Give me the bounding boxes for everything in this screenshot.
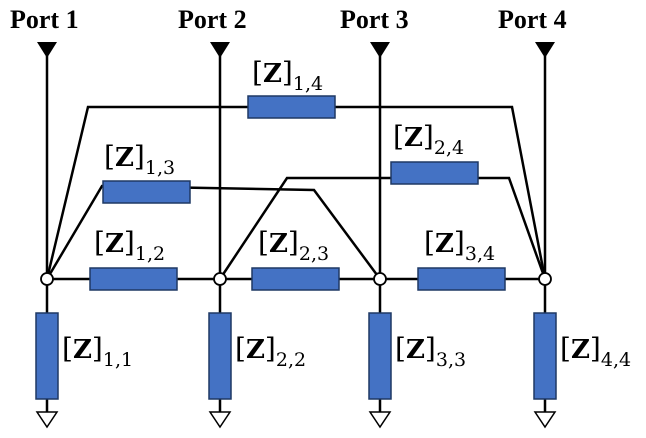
svg-text:[Z]2,4: [Z]2,4 xyxy=(393,120,464,159)
ground-4-icon xyxy=(533,411,557,429)
svg-text:[Z]1,4: [Z]1,4 xyxy=(252,56,323,95)
ground-1-icon xyxy=(35,411,59,429)
z11-resistor xyxy=(35,312,59,400)
z14-resistor xyxy=(247,95,336,119)
port-2-antenna-icon xyxy=(210,42,230,58)
svg-text:[Z]2,2: [Z]2,2 xyxy=(235,332,306,371)
port-1-antenna-icon xyxy=(37,42,57,58)
svg-text:[Z]1,1: [Z]1,1 xyxy=(62,332,133,371)
node-1 xyxy=(40,272,54,286)
z44-label: [Z]4,4 xyxy=(560,332,631,371)
ground-2-icon xyxy=(208,411,232,429)
z23-resistor xyxy=(251,267,340,291)
z44-resistor xyxy=(533,312,557,400)
z13-wire xyxy=(45,184,382,280)
z33-resistor xyxy=(368,312,392,400)
z22-label: [Z]2,2 xyxy=(235,332,306,371)
port-4-antenna-icon xyxy=(535,42,555,58)
port-3-label: Port 3 xyxy=(340,5,409,34)
svg-text:[Z]1,3: [Z]1,3 xyxy=(104,140,175,179)
z11-label: [Z]1,1 xyxy=(62,332,133,371)
z34-resistor xyxy=(417,267,506,291)
svg-text:[Z]1,2: [Z]1,2 xyxy=(94,226,165,265)
svg-text:[Z]4,4: [Z]4,4 xyxy=(560,332,631,371)
z24-label: [Z]2,4 xyxy=(393,120,464,159)
z13-resistor xyxy=(102,180,191,204)
z14-label: [Z]1,4 xyxy=(252,56,323,95)
port-3-antenna-icon xyxy=(370,42,390,58)
z34-label: [Z]3,4 xyxy=(424,226,495,265)
node-2 xyxy=(213,272,227,286)
svg-text:[Z]3,3: [Z]3,3 xyxy=(395,332,466,371)
z23-label: [Z]2,3 xyxy=(258,226,329,265)
z33-label: [Z]3,3 xyxy=(395,332,466,371)
z12-resistor xyxy=(89,267,178,291)
z22-resistor xyxy=(208,312,232,400)
port-4-label: Port 4 xyxy=(498,5,567,34)
port-2-label: Port 2 xyxy=(178,5,247,34)
z13-label: [Z]1,3 xyxy=(104,140,175,179)
svg-text:[Z]3,4: [Z]3,4 xyxy=(424,226,495,265)
node-3 xyxy=(373,272,387,286)
z12-label: [Z]1,2 xyxy=(94,226,165,265)
svg-text:[Z]2,3: [Z]2,3 xyxy=(258,226,329,265)
port-1-label: Port 1 xyxy=(10,5,79,34)
ground-3-icon xyxy=(368,411,392,429)
z24-resistor xyxy=(390,161,479,185)
node-4 xyxy=(538,272,552,286)
